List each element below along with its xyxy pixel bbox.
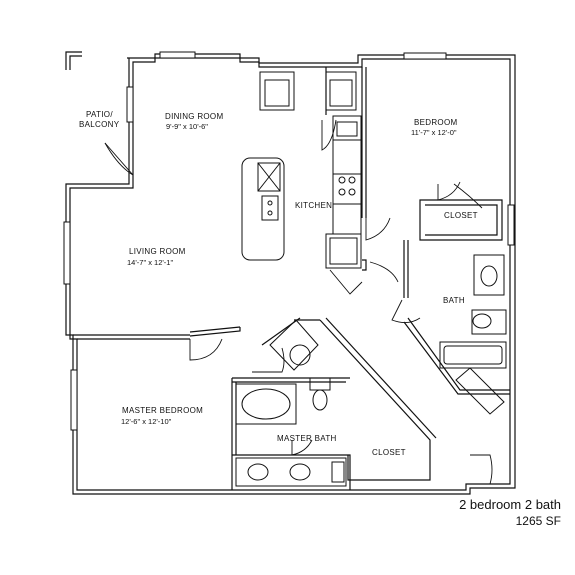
unit-area-caption: 1265 SF (515, 514, 561, 528)
exterior-walls (65, 51, 516, 495)
interior-walls (73, 67, 510, 490)
unit-type-caption: 2 bedroom 2 bath (459, 497, 561, 512)
room-label-balcony: BALCONY (79, 120, 120, 129)
master-bath-fixtures (235, 319, 347, 487)
door-swings (104, 119, 493, 485)
room-dims-dining: 9'-9" x 10'-6" (166, 122, 208, 131)
room-label-dining: DINING ROOM (165, 112, 223, 121)
room-labels: PATIO/ BALCONY DINING ROOM 9'-9" x 10'-6… (79, 110, 478, 457)
room-label-patio: PATIO/ (86, 110, 113, 119)
room-label-kitchen: KITCHEN (295, 201, 332, 210)
room-dims-bedroom: 11'-7" x 12'-0" (411, 128, 457, 137)
room-label-closet-bedroom: CLOSET (444, 211, 478, 220)
windows (63, 51, 515, 431)
room-label-living: LIVING ROOM (129, 247, 186, 256)
kitchen-fixtures (241, 71, 362, 269)
room-dims-living: 14'-7" x 12'-1" (127, 258, 173, 267)
room-label-master-bedroom: MASTER BEDROOM (122, 406, 203, 415)
room-label-closet-master: CLOSET (372, 448, 406, 457)
room-label-bedroom: BEDROOM (414, 118, 457, 127)
room-dims-master-bedroom: 12'-6" x 12'-10" (121, 417, 172, 426)
bath-fixtures (439, 254, 507, 415)
room-label-bath: BATH (443, 296, 465, 305)
room-label-master-bath: MASTER BATH (277, 434, 337, 443)
